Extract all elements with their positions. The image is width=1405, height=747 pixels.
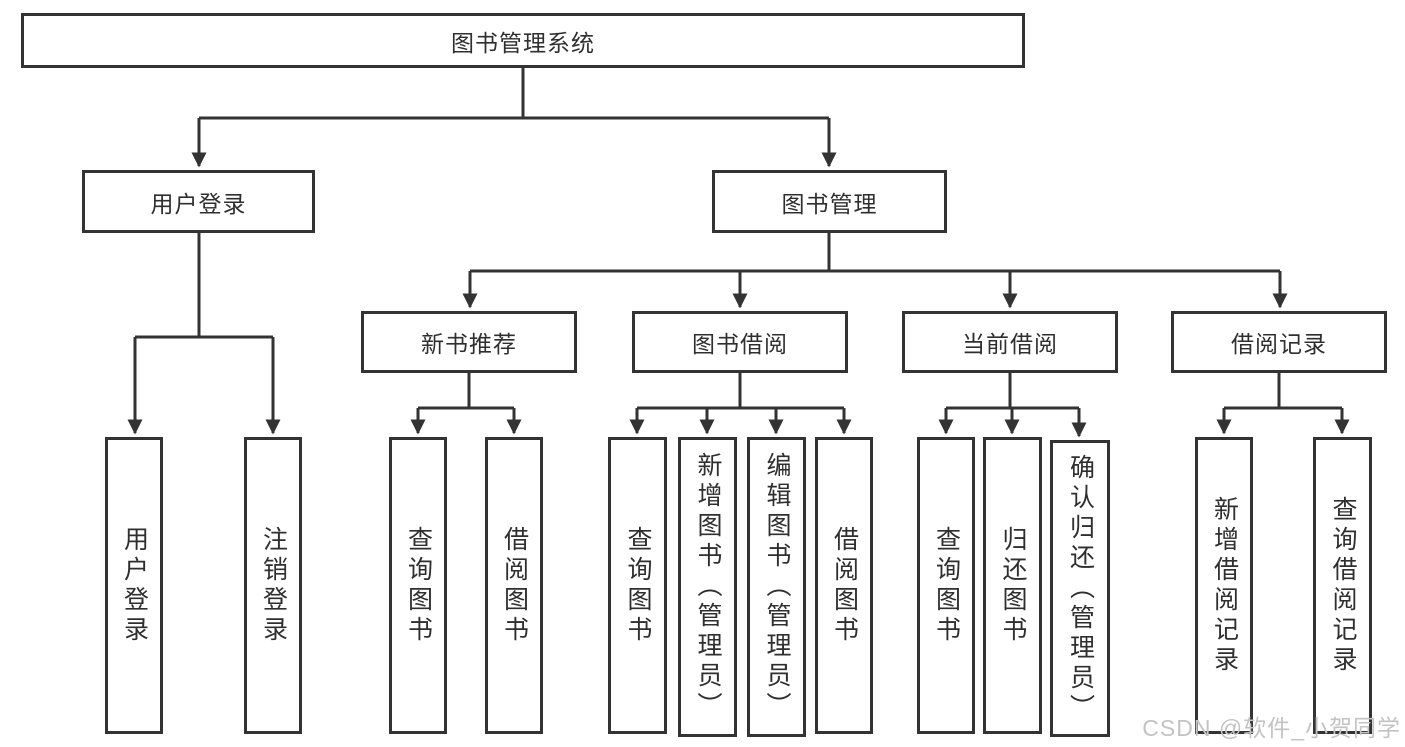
node-leaf-query-books-2: 查询图书 bbox=[608, 437, 667, 734]
node-user-login: 用户登录 bbox=[82, 170, 315, 233]
node-book-borrowing: 图书借阅 bbox=[632, 311, 848, 373]
connector-current-borrow-children bbox=[938, 373, 1087, 438]
node-leaf-user-login: 用户登录 bbox=[105, 437, 163, 734]
csdn-watermark: CSDN @软件_小贺同学 bbox=[1142, 715, 1401, 741]
node-current-borrowing: 当前借阅 bbox=[902, 311, 1118, 373]
node-leaf-edit-books-admin: 编辑图书（管理员） bbox=[747, 437, 806, 737]
node-leaf-borrow-books-2: 借阅图书 bbox=[815, 437, 873, 734]
node-leaf-logout: 注销登录 bbox=[244, 437, 302, 734]
connector-root-to-level1 bbox=[191, 68, 837, 168]
connector-user-login-children bbox=[127, 233, 281, 435]
connector-book-mgmt-children bbox=[462, 233, 1288, 309]
connector-book-borrow-children bbox=[629, 373, 852, 435]
node-leaf-add-borrow-record: 新增借阅记录 bbox=[1195, 437, 1253, 734]
node-leaf-query-borrow-record: 查询借阅记录 bbox=[1313, 437, 1372, 734]
node-new-book-recommendation: 新书推荐 bbox=[361, 311, 577, 373]
node-library-management-system: 图书管理系统 bbox=[21, 13, 1025, 68]
node-leaf-borrow-books: 借阅图书 bbox=[485, 437, 543, 734]
node-leaf-query-books: 查询图书 bbox=[389, 437, 447, 734]
node-leaf-return-books: 归还图书 bbox=[983, 437, 1042, 734]
connector-new-book-rec-children bbox=[410, 373, 522, 435]
node-book-management: 图书管理 bbox=[712, 170, 947, 233]
node-leaf-query-books-3: 查询图书 bbox=[917, 437, 975, 734]
connector-borrow-records-children bbox=[1216, 373, 1350, 435]
node-leaf-confirm-return-admin: 确认归还（管理员） bbox=[1050, 440, 1110, 737]
node-borrowing-records: 借阅记录 bbox=[1171, 311, 1387, 373]
node-leaf-add-books-admin: 新增图书（管理员） bbox=[678, 437, 737, 737]
